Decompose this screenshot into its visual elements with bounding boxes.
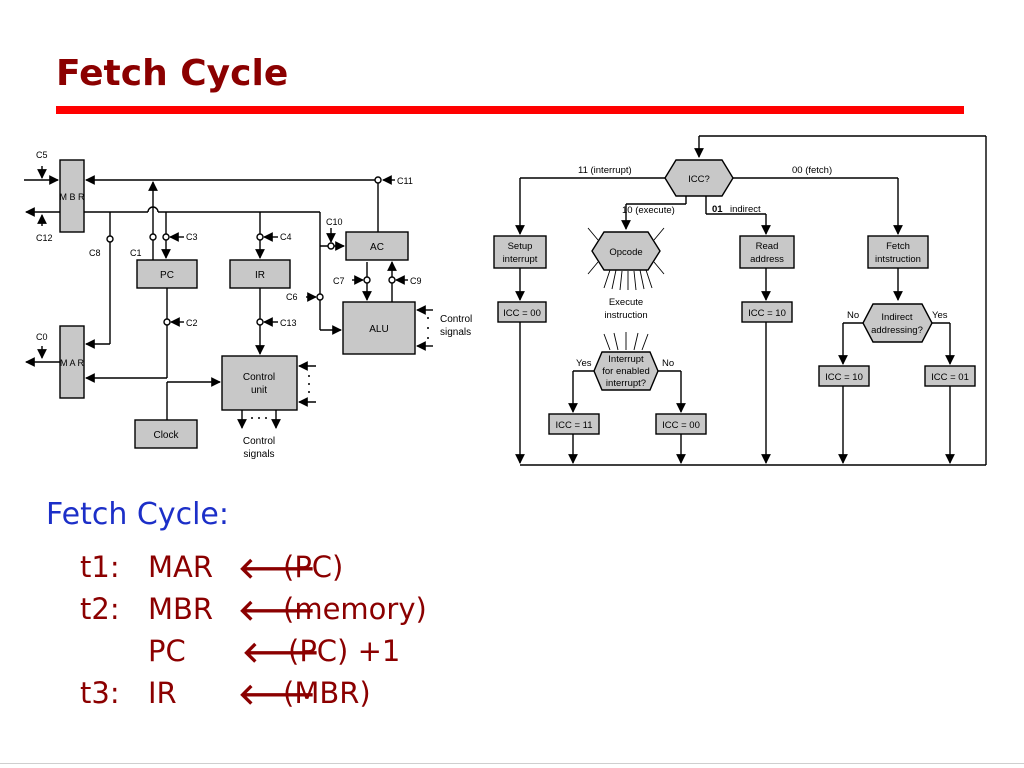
icc-00-b-label: ICC = 00 [662, 420, 700, 431]
mar-box [59, 325, 85, 399]
icc-00-a-label: ICC = 00 [503, 308, 541, 319]
slide-title: Fetch Cycle [56, 53, 289, 94]
signal-c12: C12 [36, 233, 53, 243]
branch-interrupt-label: 11 (interrupt) [578, 165, 632, 176]
branch-indirect-label: indirect [730, 204, 761, 215]
left-arrow-icon: 🡐 [238, 593, 316, 627]
opcode-label: Opcode [609, 247, 642, 258]
step-dest: IR [148, 676, 177, 710]
step-src: (PC) +1 [288, 634, 401, 668]
control-unit-box [221, 355, 298, 411]
signal-c3: C3 [186, 232, 198, 242]
icc-11-box [548, 413, 600, 435]
icc-10-a-label: ICC = 10 [748, 308, 786, 319]
interrupt-no-label: No [662, 358, 674, 369]
left-arrow-icon: 🡐 [242, 635, 320, 669]
indirect-addressing-2: addressing? [871, 325, 923, 336]
branch-indirect-num: 01 [712, 204, 723, 215]
control-signals-right-2: signals [440, 327, 471, 338]
step-time: t1: [80, 550, 120, 584]
control-unit-label-1: Control [243, 372, 275, 383]
fetch-instruction-2: intstruction [875, 254, 921, 265]
fetch-instruction-1: Fetch [886, 241, 910, 252]
indirect-yes-label: Yes [932, 310, 948, 321]
alu-label: ALU [369, 324, 388, 335]
step-src: (PC) [283, 550, 344, 584]
interrupt-decision-2: for enabled [602, 366, 650, 377]
setup-interrupt-1: Setup [508, 241, 533, 252]
interrupt-yes-label: Yes [576, 358, 592, 369]
icc-11-label: ICC = 11 [555, 420, 592, 431]
opcode-box [591, 231, 661, 271]
branch-execute-label: 10 (execute) [622, 205, 675, 216]
read-address-box [739, 235, 795, 269]
signal-c11: C11 [397, 176, 413, 186]
signal-c5: C5 [36, 150, 48, 160]
left-arrow-icon: 🡐 [238, 677, 316, 711]
mbr-label: M B R [59, 192, 85, 202]
setup-interrupt-2: interrupt [503, 254, 538, 265]
signal-c10: C10 [326, 217, 343, 227]
signal-dots [251, 317, 429, 419]
execute-instruction-1: Execute [609, 297, 643, 308]
signal-c0: C0 [36, 332, 48, 342]
alu-box [342, 301, 416, 355]
branch-fetch-label: 00 (fetch) [792, 165, 832, 176]
ir-box [229, 259, 291, 289]
step-time: t3: [80, 676, 120, 710]
indirect-no-label: No [847, 310, 859, 321]
mbr-box [59, 159, 85, 233]
step-dest: MAR [148, 550, 214, 584]
icc-10-box-b [818, 365, 870, 387]
indirect-addressing-1: Indirect [881, 312, 913, 323]
execute-burst [587, 227, 665, 351]
step-src: (MBR) [283, 676, 371, 710]
ir-label: IR [255, 270, 265, 281]
signal-c13: C13 [280, 318, 297, 328]
step-src: (memory) [283, 592, 427, 626]
signal-c7: C7 [333, 276, 345, 286]
step-dest: MBR [148, 592, 214, 626]
icc-10-box-a [741, 301, 793, 323]
pc-label: PC [160, 270, 174, 281]
step-time: t2: [80, 592, 120, 626]
control-unit-label-2: unit [251, 385, 267, 396]
title-underline [56, 106, 964, 114]
execute-instruction-2: instruction [604, 310, 647, 321]
control-signals-right-1: Control [440, 314, 472, 325]
signal-c8: C8 [89, 248, 101, 258]
left-arrow-icon: 🡐 [238, 551, 316, 585]
flowchart-diagram [493, 135, 987, 466]
control-signals-bottom-1: Control [243, 436, 275, 447]
icc-10-b-label: ICC = 10 [825, 372, 863, 383]
signal-c9: C9 [410, 276, 422, 286]
step-dest: PC [148, 634, 186, 668]
footer-divider [0, 763, 1024, 764]
icc-01-label: ICC = 01 [931, 372, 969, 383]
signal-c2: C2 [186, 318, 198, 328]
read-address-2: address [750, 254, 784, 265]
interrupt-decision-3: interrupt? [606, 378, 646, 389]
clock-label: Clock [153, 430, 179, 441]
control-signals-bottom-2: signals [243, 449, 274, 460]
icc-00-box-a [497, 301, 547, 323]
fetch-cycle-heading: Fetch Cycle: [46, 497, 229, 532]
indirect-decision [862, 303, 933, 343]
setup-interrupt-box [493, 235, 547, 269]
read-address-1: Read [756, 241, 779, 252]
mar-label: M A R [60, 358, 85, 368]
interrupt-decision-1: Interrupt [608, 354, 644, 365]
clock-box [134, 419, 198, 449]
pc-box [136, 259, 198, 289]
signal-c4: C4 [280, 232, 292, 242]
signal-c1: C1 [130, 248, 142, 258]
ac-label: AC [370, 242, 384, 253]
icc-label: ICC? [688, 174, 710, 185]
ac-box [345, 231, 409, 261]
datapath-diagram [24, 159, 433, 449]
signal-c6: C6 [286, 292, 298, 302]
